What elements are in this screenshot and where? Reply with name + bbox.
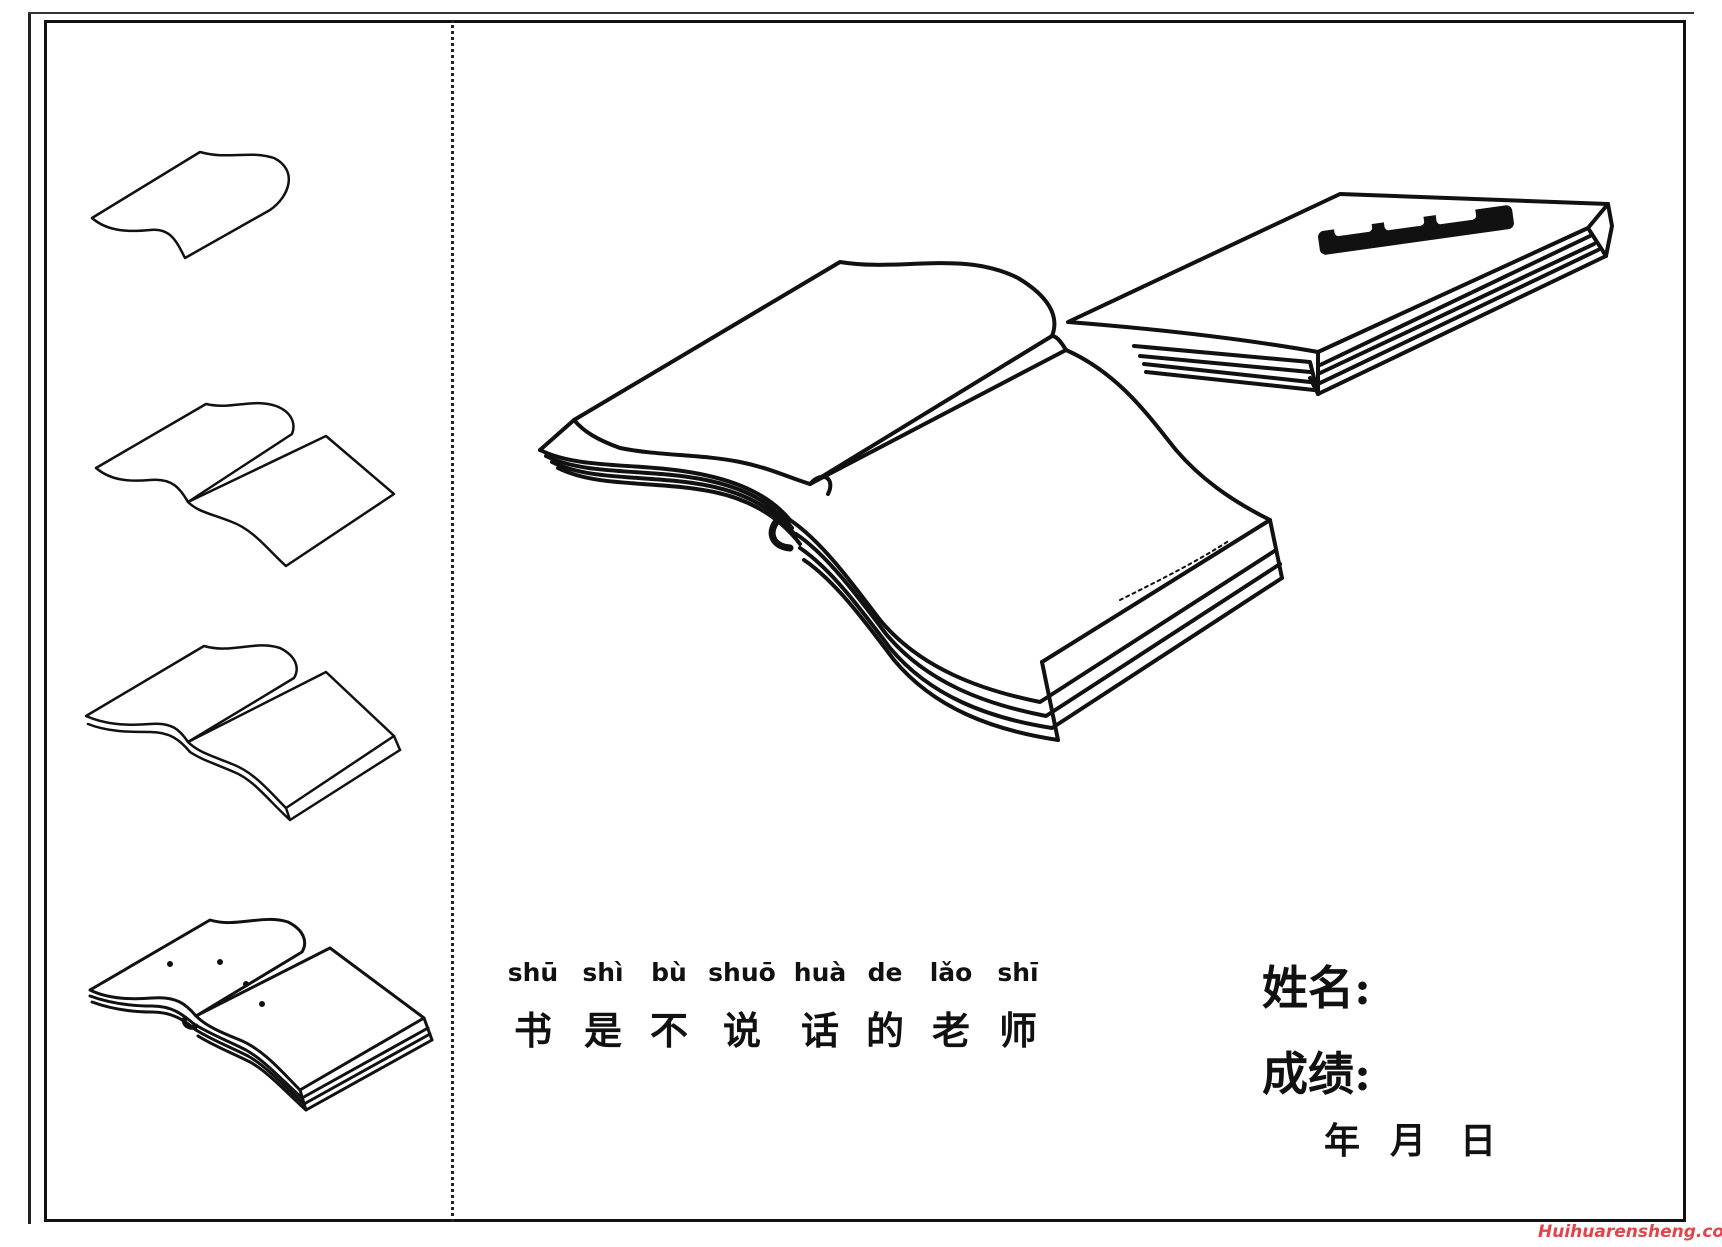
worksheet-border	[44, 20, 1686, 1222]
scan-edge-top	[28, 12, 1694, 14]
pinyin-syllable: de	[867, 958, 903, 987]
motto-character: 话	[800, 1008, 840, 1053]
open-book-drawing	[538, 260, 1284, 742]
closed-book-drawing	[1066, 192, 1614, 396]
motto-character: 是	[583, 1008, 623, 1053]
pinyin-syllable: shì	[582, 958, 624, 987]
pinyin-syllable: shuō	[708, 958, 776, 987]
pinyin-syllable: shī	[997, 958, 1039, 987]
motto-character: 师	[998, 1008, 1038, 1053]
pinyin-syllable: bù	[651, 958, 687, 987]
motto-character: 不	[649, 1008, 689, 1053]
date-day-label: 日	[1460, 1120, 1497, 1162]
date-month-label: 月	[1390, 1120, 1427, 1162]
dotted-divider	[451, 20, 454, 1222]
step-2-drawing	[94, 401, 396, 568]
motto-character: 说	[722, 1008, 762, 1053]
step-4-drawing	[88, 917, 434, 1112]
site-watermark: Huihuarensheng.com	[1538, 1222, 1722, 1242]
motto-character: 老	[931, 1008, 971, 1053]
pinyin-syllable: huà	[793, 958, 847, 987]
name-field-label: 姓名:	[1262, 961, 1371, 1015]
date-year-label: 年	[1324, 1120, 1361, 1162]
score-field-label: 成绩:	[1262, 1047, 1371, 1101]
step-1-drawing	[90, 150, 291, 260]
pinyin-syllable: lǎo	[929, 958, 973, 987]
motto-character: 书	[513, 1008, 553, 1053]
step-3-drawing	[84, 644, 402, 822]
scan-edge-left	[28, 14, 31, 1224]
motto-character: 的	[865, 1008, 905, 1053]
pinyin-syllable: shū	[507, 958, 559, 987]
